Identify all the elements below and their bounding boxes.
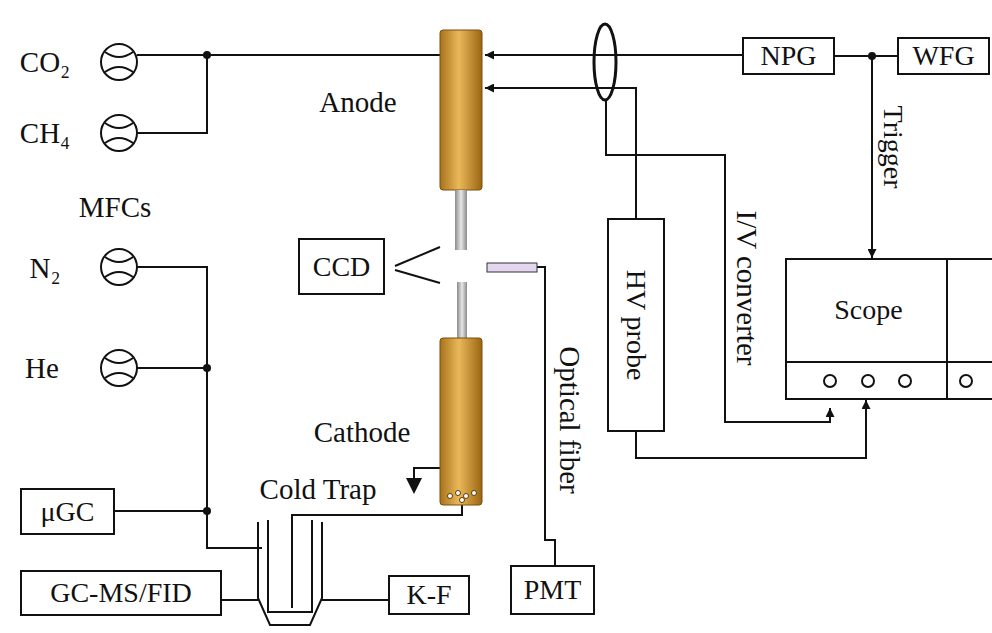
box-label: HV probe (622, 270, 650, 381)
gas-line (115, 510, 207, 512)
gas-label: He (25, 354, 59, 383)
gas-line (137, 367, 207, 369)
junction-dot (868, 52, 876, 60)
current-monitor (594, 24, 616, 100)
gas-line (137, 267, 262, 548)
fiber-tip (487, 263, 537, 272)
generator-box: WFG (897, 37, 990, 75)
box-label: μGC (41, 498, 95, 526)
box-label: WFG (912, 42, 974, 70)
gas-line (137, 55, 207, 133)
signal-label: I/V converter (732, 211, 761, 366)
hv-line (485, 54, 742, 56)
box-label: NPG (760, 42, 816, 70)
analyzer-box: GC-MS/FID (20, 570, 222, 616)
gas-line (137, 54, 440, 56)
gas-outlet (414, 468, 440, 478)
analyzer-box: μGC (20, 488, 115, 535)
box-label: PMT (524, 576, 582, 604)
gas-line (322, 599, 388, 601)
probe-line (485, 88, 636, 218)
fiber-label: Optical fiber (555, 346, 584, 493)
electrode-label: Cathode (314, 418, 411, 447)
edge-label: Trigger (879, 104, 907, 191)
box-label: K-F (406, 581, 451, 609)
box-label: CCD (313, 253, 371, 281)
probe-box: HV probe (607, 218, 665, 432)
trap-label: Cold Trap (260, 475, 377, 504)
optical-fiber (537, 267, 555, 565)
ccd-view (395, 247, 440, 283)
cathode-electrode (440, 282, 482, 505)
gas-label: CO₂ (20, 48, 70, 77)
gas-label: CH₄ (20, 119, 70, 148)
box-label: GC-MS/FID (50, 579, 192, 607)
anode-electrode (440, 30, 482, 250)
cold-trap (268, 520, 312, 612)
detector-box: PMT (510, 565, 595, 615)
oscilloscope: Scope (785, 258, 992, 400)
connector (636, 400, 866, 458)
analyzer-box: K-F (388, 575, 470, 615)
outlet-arrow (406, 478, 422, 494)
controller-label: MFCs (79, 193, 152, 222)
gas-line (222, 599, 258, 601)
box-label: Scope (834, 296, 902, 324)
iv-line (606, 100, 830, 422)
gas-label: N₂ (29, 254, 60, 283)
camera-box: CCD (298, 238, 385, 295)
electrode-label: Anode (319, 88, 396, 117)
gas-line (292, 505, 462, 608)
generator-box: NPG (742, 37, 835, 75)
scope-panel (785, 258, 992, 400)
